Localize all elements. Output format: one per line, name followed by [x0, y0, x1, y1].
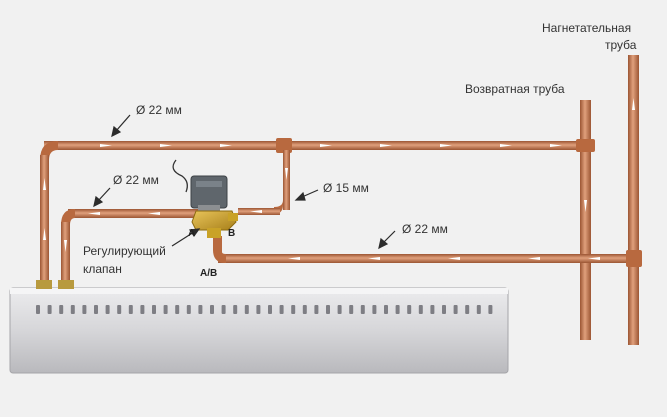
callout-arrow — [111, 125, 122, 138]
radiator-slot — [395, 305, 400, 314]
radiator-slot — [326, 305, 330, 314]
valve-inlet-pipe — [61, 209, 203, 285]
radiator-slot — [163, 305, 168, 314]
radiator-slot — [186, 305, 191, 314]
radiator-slot — [360, 305, 365, 314]
flow-arrow — [250, 210, 262, 213]
callout-arrows — [93, 114, 396, 250]
radiator-slot — [453, 305, 458, 314]
port-a-label: A — [188, 228, 195, 239]
flow-arrow — [88, 212, 100, 215]
regulating-valve — [172, 159, 238, 238]
flow-arrow — [100, 144, 112, 147]
diameter-label-top: Ø 22 мм — [136, 103, 182, 117]
radiator-slot — [233, 305, 238, 314]
callout-arrow — [115, 114, 131, 132]
radiator — [9, 280, 509, 374]
radiator-slot — [256, 305, 261, 314]
radiator-slot — [59, 305, 64, 314]
port-ab-label: A/B — [200, 268, 217, 279]
radiator-slot — [94, 305, 98, 314]
flow-arrow — [285, 168, 288, 180]
radiator-slot — [70, 305, 75, 314]
flow-arrow — [584, 200, 587, 212]
diameter-label-mid: Ø 22 мм — [113, 173, 159, 187]
diameter-label-bottom: Ø 22 мм — [402, 222, 448, 236]
return-pipe-label: Возвратная труба — [465, 82, 565, 96]
radiator-slot — [372, 305, 377, 314]
flow-arrow — [43, 178, 46, 190]
flow-arrow — [440, 144, 452, 147]
flow-arrow — [160, 144, 172, 147]
radiator-slot — [140, 305, 145, 314]
flow-arrow — [220, 144, 232, 147]
flow-arrows — [43, 98, 635, 260]
radiator-slot — [152, 305, 156, 314]
radiator-slot — [337, 305, 342, 314]
radiator-slot — [302, 305, 307, 314]
callout-arrow — [378, 237, 389, 250]
supply-riser-pipe — [628, 55, 639, 345]
return-riser-pipe — [580, 100, 591, 340]
radiator-slot — [314, 305, 319, 314]
flow-arrow — [64, 240, 67, 252]
flow-arrow — [448, 257, 460, 260]
radiator-slot — [128, 305, 133, 314]
radiator-slot — [476, 305, 481, 314]
callout-arrow — [171, 231, 195, 247]
callout-arrow — [97, 187, 111, 202]
flow-arrow — [368, 257, 380, 260]
callout-arrow — [188, 228, 201, 238]
valve-label-line1: Регулирующий — [83, 244, 166, 258]
supply-pipe-label-line2: труба — [605, 38, 637, 52]
flow-arrow — [632, 98, 635, 110]
radiator-slot — [210, 305, 214, 314]
radiator-slot — [175, 305, 180, 314]
flow-arrow — [550, 144, 562, 147]
radiator-slot — [279, 305, 284, 314]
bypass-branch-pipe — [238, 150, 290, 215]
callout-arrow — [294, 191, 306, 201]
flow-arrow — [288, 257, 300, 260]
flow-arrow — [500, 144, 512, 147]
port-b-label: B — [228, 228, 235, 239]
flow-arrow — [528, 257, 540, 260]
radiator-slot — [105, 305, 110, 314]
top-supply-pipe — [40, 138, 595, 285]
radiator-slot — [244, 305, 249, 314]
radiator-slot — [407, 305, 412, 314]
callout-arrow — [301, 189, 319, 198]
radiator-slot — [465, 305, 470, 314]
flow-arrow — [43, 228, 46, 240]
valve-label-line2: клапан — [83, 262, 122, 276]
radiator-slot — [36, 305, 40, 314]
radiator-slot — [384, 305, 388, 314]
flow-arrow — [380, 144, 392, 147]
radiator-slot — [349, 305, 354, 314]
radiator-slot — [291, 305, 296, 314]
callout-arrow — [382, 230, 396, 244]
radiator-slot — [268, 305, 272, 314]
supply-pipe-label-line1: Нагнетательная — [542, 21, 631, 35]
radiator-slot — [117, 305, 122, 314]
three-way-valve — [191, 210, 237, 231]
radiator-slot — [221, 305, 226, 314]
radiator-slot — [488, 305, 493, 314]
return-pipe — [213, 236, 642, 267]
radiator-slot — [82, 305, 87, 314]
diameter-label-branch: Ø 15 мм — [323, 181, 369, 195]
flow-arrow — [148, 212, 160, 215]
flow-arrow — [588, 257, 600, 260]
radiator-slot — [430, 305, 435, 314]
flow-arrow — [320, 144, 332, 147]
radiator-slot — [47, 305, 52, 314]
radiator-slot — [418, 305, 423, 314]
radiator-slot — [442, 305, 446, 314]
callout-arrow — [93, 195, 104, 208]
valve-actuator — [190, 175, 228, 209]
radiator-slot — [198, 305, 203, 314]
actuator-cable — [172, 159, 188, 193]
